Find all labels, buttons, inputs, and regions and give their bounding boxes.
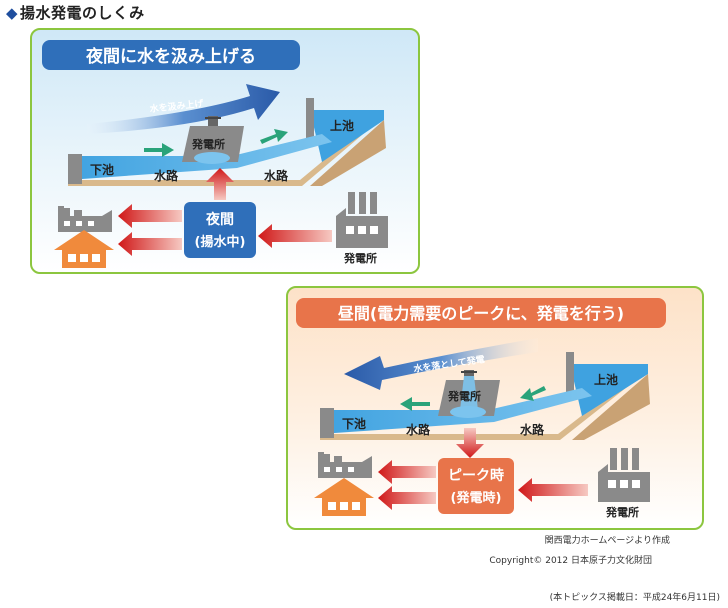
night-status-line1: 夜間 <box>205 211 234 228</box>
day-waterway-right: 水路 <box>520 422 545 437</box>
night-source-plant-label: 発電所 <box>343 251 377 265</box>
night-upper-dam <box>306 98 314 138</box>
page-title-text: 揚水発電のしくみ <box>20 4 145 22</box>
night-waterway-right: 水路 <box>264 168 289 183</box>
day-upper-dam <box>566 352 574 392</box>
day-upper-reservoir <box>570 364 648 416</box>
night-red-arrow-factory <box>118 204 182 228</box>
title-diamond-icon: ◆ <box>6 4 19 22</box>
night-flow-arrow-left <box>144 143 174 157</box>
day-lower-label: 下池 <box>342 416 366 431</box>
night-banner-text: 夜間に水を汲み上げる <box>85 46 256 67</box>
night-house-icon <box>54 230 114 268</box>
publication-date: (本トピックス掲載日：平成24年6月11日) <box>549 593 720 603</box>
day-panel: 昼間(電力需要のピークに、発電を行う) 水を落として発電 上池 下池 水路 水路… <box>286 286 704 530</box>
day-flow-arrow-left <box>400 397 430 411</box>
night-plant-label: 発電所 <box>191 137 225 151</box>
day-diagram: 昼間(電力需要のピークに、発電を行う) 水を落として発電 上池 下池 水路 水路… <box>296 298 666 519</box>
day-red-arrow-house <box>378 486 436 510</box>
page-title: ◆揚水発電のしくみ <box>6 2 145 23</box>
source-credit: 関西電力ホームページより作成 <box>544 536 670 546</box>
day-plant-label: 発電所 <box>447 389 481 403</box>
day-upper-label: 上池 <box>594 372 618 387</box>
night-red-up-arrow <box>206 168 234 200</box>
day-source-plant-icon <box>598 448 650 502</box>
night-flow-arrow-right <box>260 129 288 144</box>
night-banner <box>42 40 300 70</box>
night-upper-reservoir <box>310 110 384 162</box>
day-banner <box>296 298 666 328</box>
night-pump-arrow <box>87 84 280 134</box>
day-waterway-left: 水路 <box>406 422 431 437</box>
day-red-arrow-source <box>518 478 588 502</box>
night-factory-icon <box>58 206 112 232</box>
day-house-icon <box>314 478 374 516</box>
day-falling-water <box>460 376 478 410</box>
day-factory-icon <box>318 452 372 478</box>
night-lower-label: 下池 <box>90 162 114 177</box>
night-status-box <box>184 202 256 258</box>
day-fall-arrow <box>344 338 538 390</box>
night-waterway-left: 水路 <box>154 168 179 183</box>
day-source-plant-label: 発電所 <box>605 505 639 519</box>
day-red-down-arrow <box>456 428 484 458</box>
night-status-line2: (揚水中) <box>195 234 246 250</box>
day-status-line2: (発電時) <box>451 490 502 506</box>
day-status-box <box>438 458 514 514</box>
night-source-plant-icon <box>336 192 388 248</box>
day-flow-arrow-right <box>520 386 546 401</box>
day-banner-text: 昼間(電力需要のピークに、発電を行う) <box>337 304 624 323</box>
night-diagram: 夜間に水を汲み上げる 水を汲み上げ 上池 下池 水路 水路 発電所 夜間 (揚水… <box>42 40 388 268</box>
night-panel: 夜間に水を汲み上げる 水を汲み上げ 上池 下池 水路 水路 発電所 夜間 (揚水… <box>30 28 420 274</box>
copyright-notice: Copyright© 2012 日本原子力文化財団 <box>489 556 652 566</box>
night-red-arrow-source <box>258 224 332 248</box>
day-red-arrow-factory <box>378 460 436 484</box>
night-red-arrow-house <box>118 232 182 256</box>
day-status-line1: ピーク時 <box>448 467 504 484</box>
night-plant-building <box>182 126 244 162</box>
night-upper-label: 上池 <box>330 118 354 133</box>
day-lower-dam <box>320 408 334 438</box>
night-lower-dam <box>68 154 82 184</box>
